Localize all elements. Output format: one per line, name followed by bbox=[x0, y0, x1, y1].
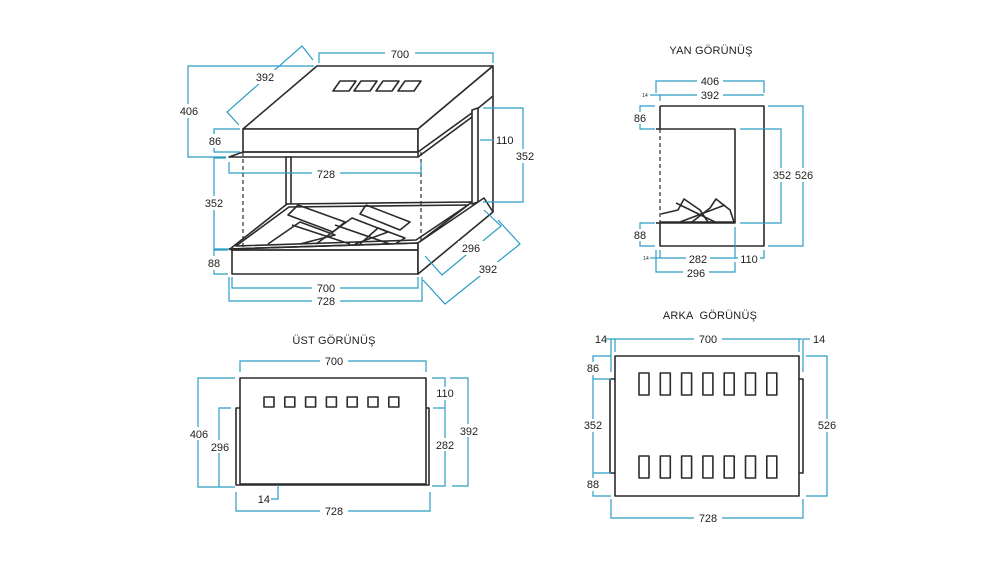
perspective-view: 700 392 406 86 110 352 728 bbox=[176, 45, 538, 308]
side-dimensions: 406 392 14 86 352 526 88 bbox=[631, 75, 816, 280]
vent-square bbox=[346, 396, 359, 408]
vent-slot bbox=[332, 80, 357, 92]
log-edge bbox=[679, 204, 726, 223]
vent-square bbox=[304, 396, 317, 408]
vent-slot bbox=[375, 80, 400, 92]
back-column bbox=[285, 156, 292, 205]
dim-depth: 392 bbox=[701, 90, 719, 102]
dim-offset: 14 bbox=[258, 494, 270, 506]
dim-opening-height: 352 bbox=[773, 170, 791, 182]
vent-slot bbox=[702, 372, 714, 396]
top-view-body bbox=[239, 377, 427, 485]
dim-back-depth: 110 bbox=[740, 254, 758, 266]
dim-base-height: 88 bbox=[634, 230, 646, 242]
dim-back: 110 bbox=[436, 388, 454, 400]
dim-inner-width: 728 bbox=[317, 169, 335, 181]
top-view-dimensions: 700 406 296 110 282 392 14 bbox=[186, 355, 482, 518]
dim-total-height: 526 bbox=[818, 420, 836, 432]
vent-slot bbox=[353, 80, 378, 92]
log bbox=[359, 204, 411, 231]
dim-offset-right: 14 bbox=[813, 334, 825, 346]
dim-offset-left: 14 bbox=[595, 334, 607, 346]
vent-slot bbox=[659, 455, 672, 479]
side-view: YAN GÖRÜNÜŞ 406 392 14 86 bbox=[631, 45, 816, 280]
dim-opening-height-left: 352 bbox=[205, 198, 223, 210]
top-vents bbox=[332, 80, 422, 92]
vent-slot bbox=[744, 372, 757, 396]
vent-slot bbox=[702, 455, 714, 479]
base-front-face bbox=[231, 249, 419, 275]
vent-slot bbox=[680, 455, 693, 479]
vent-slot bbox=[638, 372, 650, 396]
dim-front: 282 bbox=[436, 440, 454, 452]
perspective-dimensions: 700 392 406 86 110 352 728 bbox=[176, 45, 538, 308]
top-view-title: ÜST GÖRÜNÜŞ bbox=[292, 335, 375, 347]
vent-slot bbox=[680, 372, 693, 396]
vent-square bbox=[367, 396, 379, 408]
dim-width: 700 bbox=[699, 334, 717, 346]
log bbox=[267, 221, 336, 245]
dim-bottom-outer-depth: 392 bbox=[479, 264, 497, 276]
top-inner-diagonal bbox=[417, 116, 473, 158]
log-edge bbox=[675, 202, 716, 223]
firebed-inner-edge bbox=[235, 204, 469, 247]
top-view: ÜST GÖRÜNÜŞ 700 406 296 110 282 bbox=[186, 335, 482, 518]
vent-slot bbox=[723, 455, 736, 479]
dim-base-height: 88 bbox=[208, 258, 220, 270]
dim-base-total-width: 728 bbox=[317, 296, 335, 308]
dim-total-height: 526 bbox=[795, 170, 813, 182]
vent-slot bbox=[744, 455, 757, 479]
back-view-body bbox=[614, 355, 800, 497]
dim-offset-bottom: 14 bbox=[643, 256, 649, 262]
dim-total-depth: 406 bbox=[180, 106, 198, 118]
side-view-title: YAN GÖRÜNÜŞ bbox=[669, 45, 752, 57]
dim-inner-depth: 296 bbox=[211, 442, 229, 454]
vent-square bbox=[325, 396, 338, 408]
vent-slot bbox=[397, 80, 422, 92]
dim-total-depth: 406 bbox=[701, 76, 719, 88]
top-underside-edge bbox=[228, 151, 419, 158]
log-set bbox=[267, 204, 411, 245]
dim-top-width: 700 bbox=[391, 49, 409, 61]
dim-opening-height-right: 352 bbox=[516, 151, 534, 163]
back-view-dimensions: 14 700 14 86 352 88 526 728 bbox=[580, 333, 840, 525]
dim-width: 700 bbox=[325, 356, 343, 368]
side-log-set bbox=[660, 198, 735, 223]
vent-slot bbox=[765, 372, 778, 396]
top-slab-side-face bbox=[417, 65, 494, 153]
dim-depth: 392 bbox=[460, 426, 478, 438]
dim-total-depth: 406 bbox=[190, 429, 208, 441]
vent-slot bbox=[723, 372, 736, 396]
vent-slot bbox=[659, 372, 672, 396]
vent-square bbox=[283, 396, 296, 408]
dim-total-width: 728 bbox=[325, 506, 343, 518]
back-view-vents bbox=[638, 372, 778, 479]
dim-top-height: 86 bbox=[634, 113, 646, 125]
dim-bottom-height: 88 bbox=[587, 479, 599, 491]
vent-slot bbox=[765, 455, 778, 479]
dim-side-right: 110 bbox=[496, 135, 514, 147]
base-side-face bbox=[417, 197, 494, 275]
back-view-title: ARKA GÖRÜNÜŞ bbox=[663, 310, 757, 322]
dim-base-width: 700 bbox=[317, 283, 335, 295]
top-view-vents bbox=[263, 396, 400, 408]
vent-slot bbox=[638, 455, 650, 479]
dim-top-height: 86 bbox=[587, 363, 599, 375]
dim-top-depth: 392 bbox=[256, 72, 274, 84]
back-view: ARKA GÖRÜNÜŞ 14 700 14 86 352 88 bbox=[580, 310, 840, 525]
log-edge bbox=[291, 224, 351, 245]
dim-inner-depth: 282 bbox=[689, 254, 707, 266]
dim-middle-height: 352 bbox=[584, 420, 602, 432]
top-slab-front-face bbox=[242, 128, 419, 153]
dim-total-width: 728 bbox=[699, 513, 717, 525]
vent-square bbox=[387, 396, 400, 408]
dim-bottom-depth: 296 bbox=[687, 268, 705, 280]
dim-top-height: 86 bbox=[209, 136, 221, 148]
vent-square bbox=[263, 396, 275, 408]
dim-offset-top: 14 bbox=[642, 93, 648, 99]
right-pillar bbox=[471, 107, 479, 205]
dim-bottom-inner-depth: 296 bbox=[462, 243, 480, 255]
log-edge bbox=[334, 224, 391, 245]
